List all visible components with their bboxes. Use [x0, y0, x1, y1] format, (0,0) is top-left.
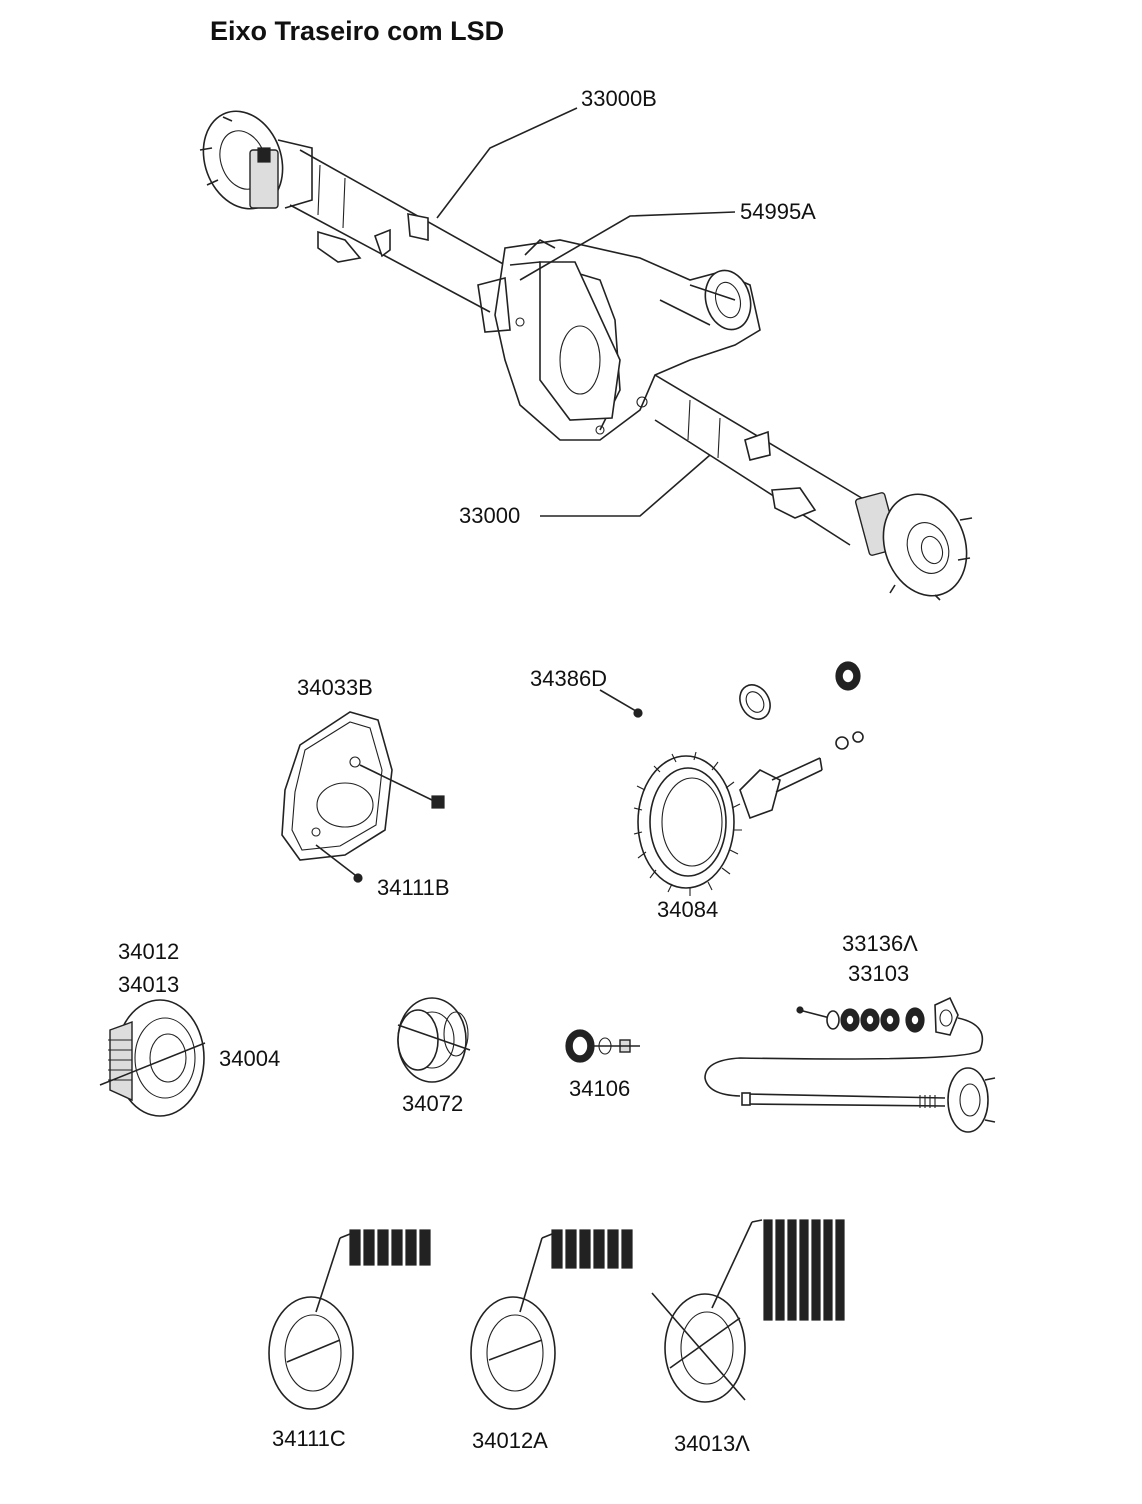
label-34072: 34072 [402, 1091, 464, 1116]
label-34012A: 34012A [472, 1428, 548, 1453]
label-34012: 34012 [118, 939, 180, 964]
label-34084: 34084 [657, 897, 719, 922]
spring-seat-right [771, 487, 817, 519]
left-wheel-flange [199, 110, 313, 210]
shim-34111c [268, 1229, 431, 1410]
diagram-title: Eixo Traseiro com LSD [210, 16, 505, 46]
label-33136A: 33136Λ [842, 931, 918, 956]
label-33000: 33000 [459, 503, 521, 528]
label-34386D: 34386D [530, 666, 608, 691]
shim-thickness-table-34012a [551, 1229, 633, 1269]
label-33000B: 33000B [581, 86, 657, 111]
shim-34012a [470, 1229, 633, 1410]
leader-33000B [436, 107, 578, 219]
label-34004: 34004 [219, 1046, 281, 1071]
leader-54995A [519, 211, 736, 281]
differential-housing [477, 239, 761, 441]
label-34013A: 34013Λ [674, 1431, 750, 1456]
leader-33000 [540, 454, 711, 517]
differential-cover [281, 711, 445, 883]
label-34111B: 34111B [377, 875, 450, 900]
ring-and-pinion-gear [599, 661, 864, 896]
label-34013: 34013 [118, 972, 180, 997]
lsd-clutch-pack [397, 997, 471, 1083]
pinion-seal-and-nut [565, 1029, 640, 1063]
label-34106: 34106 [569, 1076, 631, 1101]
label-33103: 33103 [848, 961, 910, 986]
shim-thickness-table-34111c [349, 1229, 431, 1266]
label-34033B: 34033B [297, 675, 373, 700]
differential-carrier [99, 999, 206, 1117]
rear-axle-assembly [199, 110, 973, 601]
spring-seat-left [317, 230, 362, 263]
shim-thickness-table-34013a [763, 1219, 845, 1321]
shim-34013a [651, 1219, 845, 1403]
label-54995A: 54995A [740, 199, 816, 224]
right-wheel-flange [854, 492, 973, 601]
axle-shaft-assembly [704, 996, 996, 1133]
label-34111C: 34111C [272, 1426, 346, 1451]
